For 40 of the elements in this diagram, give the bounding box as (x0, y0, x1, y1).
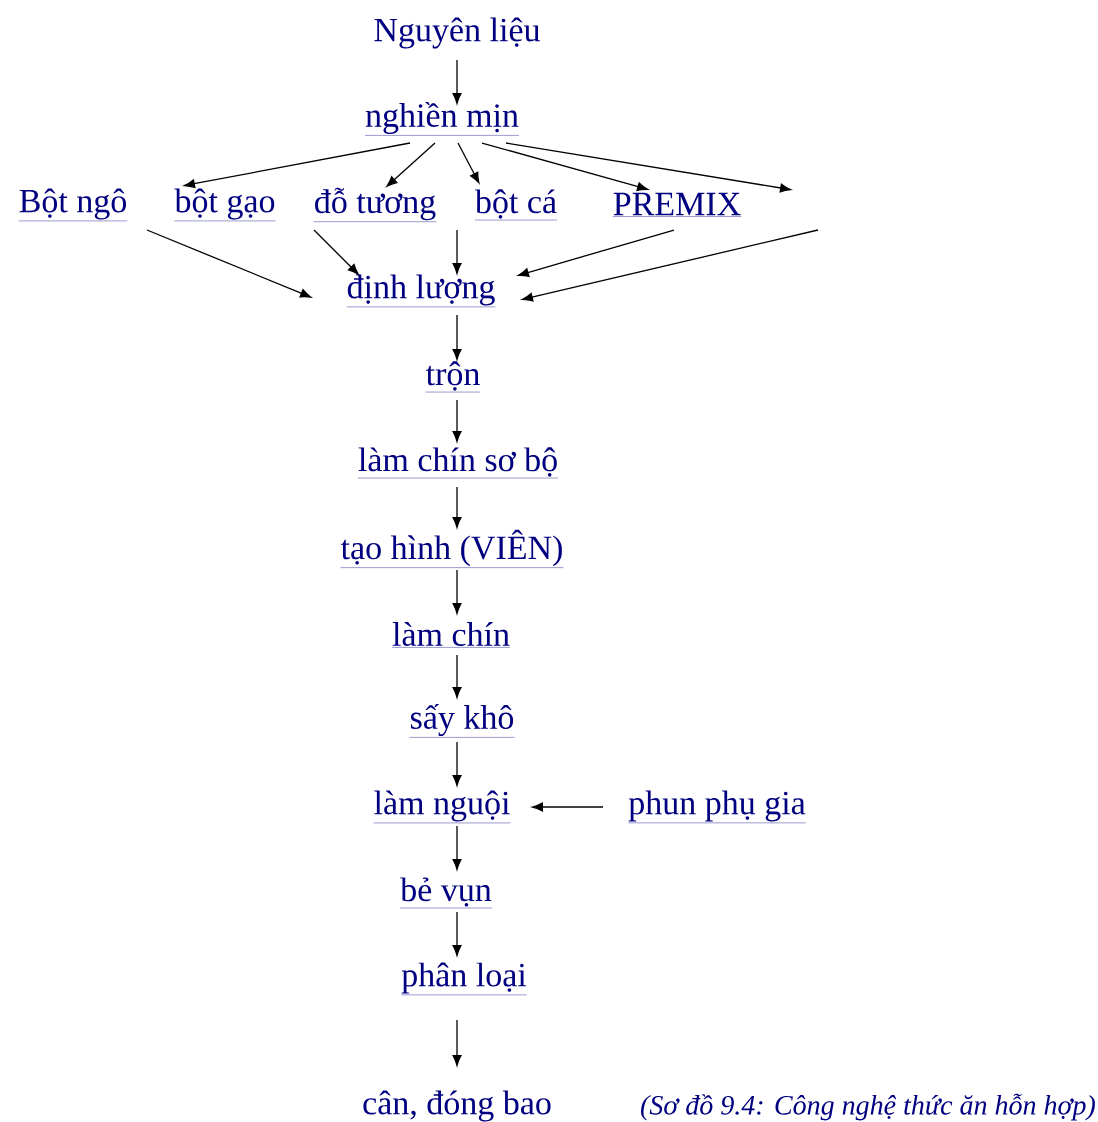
step-label: phân loại (401, 962, 527, 996)
step-label: bột gạo (174, 188, 276, 222)
step-label: bột cá (474, 189, 558, 221)
step-label: làm chín sơ bộ (357, 447, 559, 479)
arrow (505, 142, 792, 193)
arrow (452, 314, 462, 361)
arrow (146, 229, 312, 298)
arrow (183, 142, 411, 189)
arrow (386, 142, 436, 187)
arrow (457, 142, 480, 184)
arrow (452, 825, 462, 871)
arrow (452, 399, 462, 443)
step-label: làm chín (391, 622, 511, 648)
arrow (481, 142, 649, 192)
step-label: bẻ vụn (400, 877, 492, 909)
arrow (452, 741, 462, 787)
step-label: Bột ngô (18, 188, 128, 222)
step-label: cân, đóng bao (363, 1090, 551, 1122)
step-label: định lượng (346, 274, 496, 308)
arrow (452, 1019, 462, 1067)
step-label: nghiền mịn (364, 102, 520, 136)
arrow (517, 229, 675, 277)
step-label: tạo hình (VIÊN) (340, 529, 564, 568)
caption: (Sơ đồ 9.4: Công nghệ thức ăn hỗn hợp) (641, 1093, 1095, 1121)
arrow (452, 654, 462, 699)
step-label: PREMIX (612, 192, 742, 217)
arrow (452, 569, 462, 615)
arrow (452, 59, 462, 105)
step-label: sấy khô (409, 704, 515, 738)
step-label: làm nguội (373, 790, 511, 824)
arrow (452, 229, 462, 275)
step-label: Nguyên liệu (374, 17, 540, 49)
arrow (452, 486, 462, 529)
arrow (521, 229, 819, 302)
step-label: phun phụ gia (628, 790, 806, 824)
arrow (531, 802, 604, 812)
step-label: đỗ tương (313, 187, 437, 222)
arrow (313, 229, 359, 275)
step-label: trộn (425, 361, 481, 393)
arrow (452, 911, 462, 957)
